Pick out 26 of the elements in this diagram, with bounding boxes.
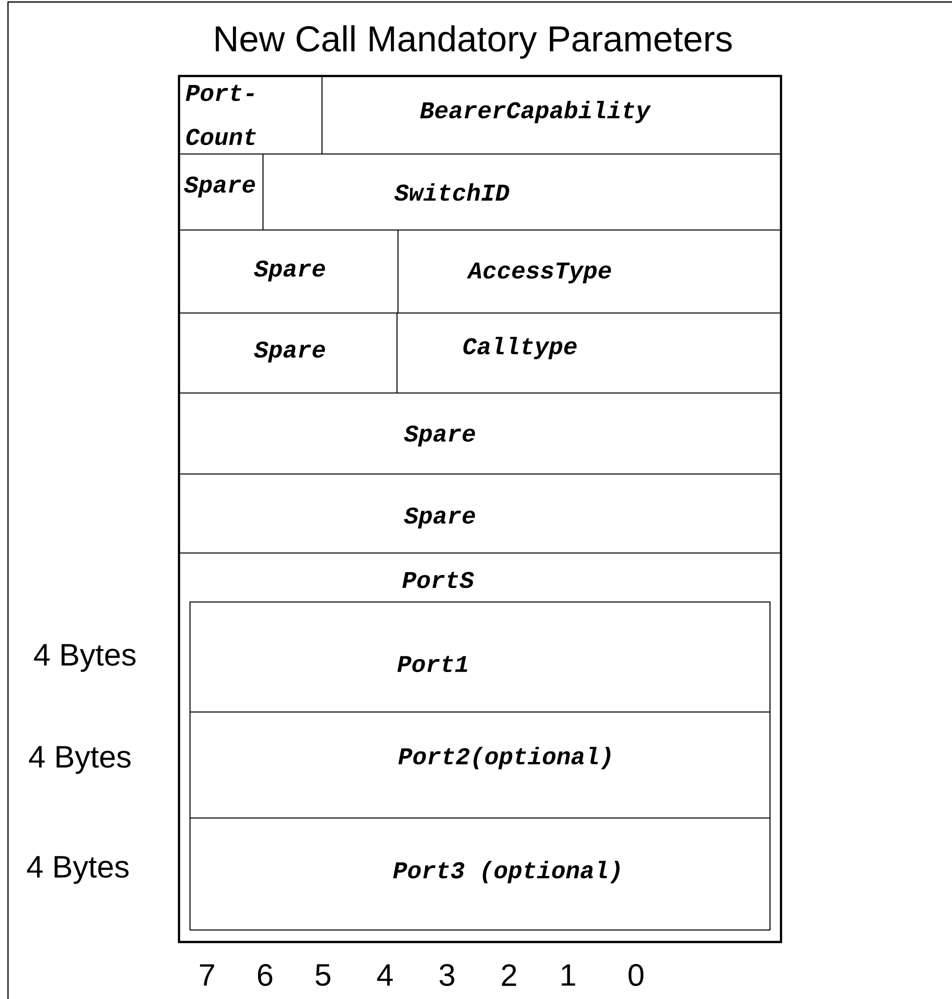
field-cell: Port2(optional): [190, 712, 770, 818]
field-cell: AccessType: [398, 230, 782, 314]
bit-number: 0: [628, 964, 644, 986]
bit-number: 1: [562, 964, 576, 986]
field-cell: Spare: [178, 230, 398, 314]
bit-number: 4: [377, 964, 393, 986]
field-cell: Port3 (optional): [190, 818, 770, 930]
field-cell: SwitchID: [262, 154, 782, 230]
field-cell: Spare: [178, 154, 264, 230]
bit-number: 3: [440, 964, 454, 986]
field-cell: Calltype: [396, 312, 782, 394]
bit-number: 2: [502, 964, 516, 986]
bit-number: 5: [316, 964, 330, 986]
bit-number: 6: [258, 964, 272, 986]
field-cell: Spare: [178, 312, 398, 394]
field-cell: Port- Count: [178, 76, 322, 154]
bit-number: 7: [200, 964, 214, 986]
field-cell: Spare: [178, 474, 782, 554]
packet-box: [178, 74, 782, 944]
title: New Call Mandatory Parameters: [216, 25, 732, 59]
byte-size-label: 4 Bytes: [34, 644, 136, 672]
byte-size-label: 4 Bytes: [29, 746, 131, 774]
field-cell: Port1: [190, 602, 770, 712]
byte-size-label: 4 Bytes: [27, 856, 129, 884]
field-cell: Spare: [178, 392, 782, 474]
field-cell: BearerCapability: [322, 76, 782, 154]
